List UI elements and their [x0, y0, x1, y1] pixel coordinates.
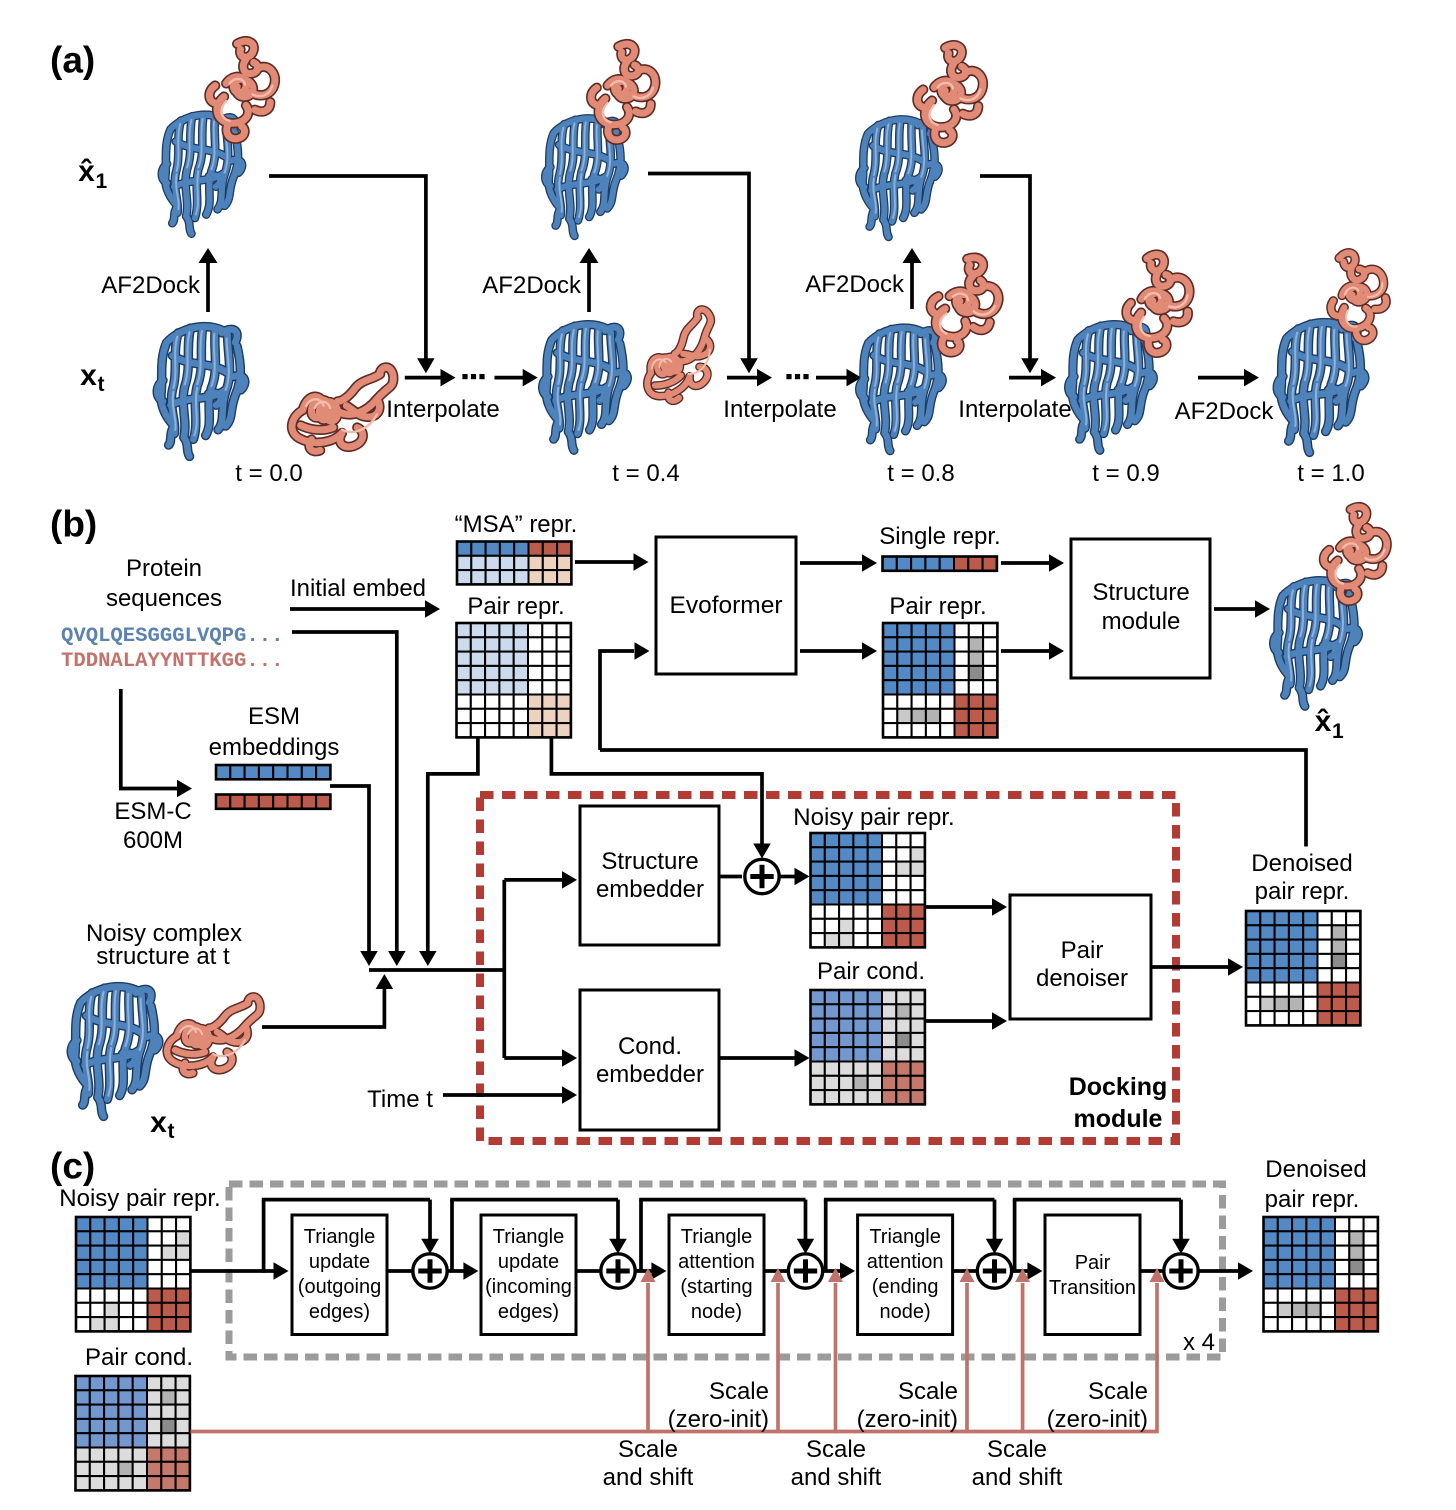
svg-text:Scale: Scale — [806, 1436, 866, 1463]
svg-text:Triangle: Triangle — [304, 1226, 376, 1248]
svg-text:x̂: x̂ — [78, 155, 95, 188]
svg-text:module: module — [1102, 608, 1181, 635]
svg-text:t = 1.0: t = 1.0 — [1297, 460, 1364, 487]
svg-text:module: module — [1074, 1105, 1163, 1133]
svg-text:Single repr.: Single repr. — [879, 523, 1000, 550]
svg-text:ESM: ESM — [248, 703, 300, 730]
svg-text:update: update — [309, 1251, 370, 1273]
svg-text:x 4: x 4 — [1183, 1329, 1215, 1356]
svg-text:t = 0.8: t = 0.8 — [887, 460, 954, 487]
svg-text:Time t: Time t — [367, 1086, 433, 1113]
svg-text:node): node) — [880, 1301, 931, 1323]
svg-text:t = 0.0: t = 0.0 — [235, 460, 302, 487]
svg-text:Scale: Scale — [1088, 1378, 1148, 1405]
svg-text:Pair repr.: Pair repr. — [467, 593, 564, 620]
svg-text:Interpolate: Interpolate — [723, 396, 836, 423]
svg-text:1: 1 — [96, 170, 108, 193]
svg-text:Pair: Pair — [1075, 1252, 1111, 1274]
svg-text:and shift: and shift — [972, 1464, 1063, 1491]
svg-text:AF2Dock: AF2Dock — [101, 272, 201, 299]
svg-text:AF2Dock: AF2Dock — [805, 271, 905, 298]
svg-text:(zero-init): (zero-init) — [668, 1406, 769, 1433]
svg-text:t = 0.9: t = 0.9 — [1092, 460, 1159, 487]
svg-text:edges): edges) — [309, 1301, 370, 1323]
svg-text:Denoised: Denoised — [1265, 1156, 1366, 1183]
svg-text:AF2Dock: AF2Dock — [1175, 398, 1275, 425]
svg-text:t = 0.4: t = 0.4 — [612, 460, 679, 487]
svg-text:Scale: Scale — [618, 1436, 678, 1463]
svg-text:x: x — [80, 359, 97, 392]
svg-text:(c): (c) — [50, 1146, 95, 1187]
svg-text:and shift: and shift — [791, 1464, 882, 1491]
svg-text:Interpolate: Interpolate — [958, 396, 1071, 423]
svg-text:x̂: x̂ — [1315, 705, 1332, 738]
svg-text:Interpolate: Interpolate — [386, 396, 499, 423]
svg-text:embedder: embedder — [596, 876, 704, 903]
svg-text:QVQLQESGGGLVQPG...: QVQLQESGGGLVQPG... — [61, 625, 283, 648]
svg-text:(outgoing: (outgoing — [298, 1276, 381, 1298]
svg-text:edges): edges) — [498, 1301, 559, 1323]
svg-text:(a): (a) — [50, 40, 95, 81]
svg-text:Pair cond.: Pair cond. — [85, 1344, 193, 1371]
svg-text:TDDNALAYYNTTKGG...: TDDNALAYYNTTKGG... — [61, 650, 283, 673]
svg-text:Scale: Scale — [709, 1378, 769, 1405]
svg-text:Scale: Scale — [987, 1436, 1047, 1463]
svg-text:Noisy pair repr.: Noisy pair repr. — [59, 1185, 220, 1212]
svg-text:(ending: (ending — [872, 1276, 939, 1298]
svg-text:Evoformer: Evoformer — [669, 592, 782, 619]
svg-text:Triangle: Triangle — [869, 1226, 941, 1248]
svg-text:update: update — [498, 1251, 559, 1273]
svg-text:Transition: Transition — [1049, 1277, 1136, 1299]
svg-text:Pair repr.: Pair repr. — [889, 593, 986, 620]
svg-text:sequences: sequences — [106, 585, 222, 612]
svg-text:1: 1 — [1332, 720, 1344, 743]
svg-text:Denoised: Denoised — [1251, 850, 1352, 877]
svg-text:embeddings: embeddings — [209, 734, 340, 761]
svg-text:Triangle: Triangle — [681, 1226, 753, 1248]
svg-text:Triangle: Triangle — [493, 1226, 565, 1248]
svg-text:Noisy pair repr.: Noisy pair repr. — [793, 804, 954, 831]
svg-text:Pair: Pair — [1061, 937, 1104, 964]
svg-text:Scale: Scale — [898, 1378, 958, 1405]
svg-text:“MSA” repr.: “MSA” repr. — [455, 511, 578, 538]
svg-text:(zero-init): (zero-init) — [857, 1406, 958, 1433]
svg-text:Structure: Structure — [601, 848, 698, 875]
svg-text:Cond.: Cond. — [618, 1033, 682, 1060]
svg-text:AF2Dock: AF2Dock — [482, 272, 582, 299]
svg-text:x: x — [150, 1106, 167, 1139]
svg-text:(starting: (starting — [680, 1276, 752, 1298]
svg-text:(zero-init): (zero-init) — [1047, 1406, 1148, 1433]
svg-text:node): node) — [691, 1301, 742, 1323]
svg-text:t: t — [98, 373, 105, 396]
svg-text:(b): (b) — [50, 504, 97, 545]
svg-text:ESM-C: ESM-C — [114, 798, 191, 825]
svg-text:Structure: Structure — [1092, 579, 1189, 606]
svg-text:embedder: embedder — [596, 1061, 704, 1088]
svg-text:and shift: and shift — [603, 1464, 694, 1491]
svg-text:attention: attention — [678, 1251, 755, 1273]
svg-text:structure at t: structure at t — [96, 943, 230, 970]
svg-text:600M: 600M — [123, 827, 183, 854]
svg-text:Docking: Docking — [1069, 1073, 1168, 1101]
svg-text:t: t — [168, 1120, 175, 1143]
svg-text:Pair cond.: Pair cond. — [817, 958, 925, 985]
svg-text:(incoming: (incoming — [485, 1276, 572, 1298]
svg-text:pair repr.: pair repr. — [1255, 878, 1350, 905]
svg-text:Noisy complex: Noisy complex — [86, 920, 242, 947]
svg-text:Protein: Protein — [126, 555, 202, 582]
svg-text:Initial embed: Initial embed — [290, 575, 426, 602]
svg-text:attention: attention — [867, 1251, 944, 1273]
svg-text:denoiser: denoiser — [1036, 965, 1128, 992]
svg-text:pair repr.: pair repr. — [1265, 1186, 1360, 1213]
